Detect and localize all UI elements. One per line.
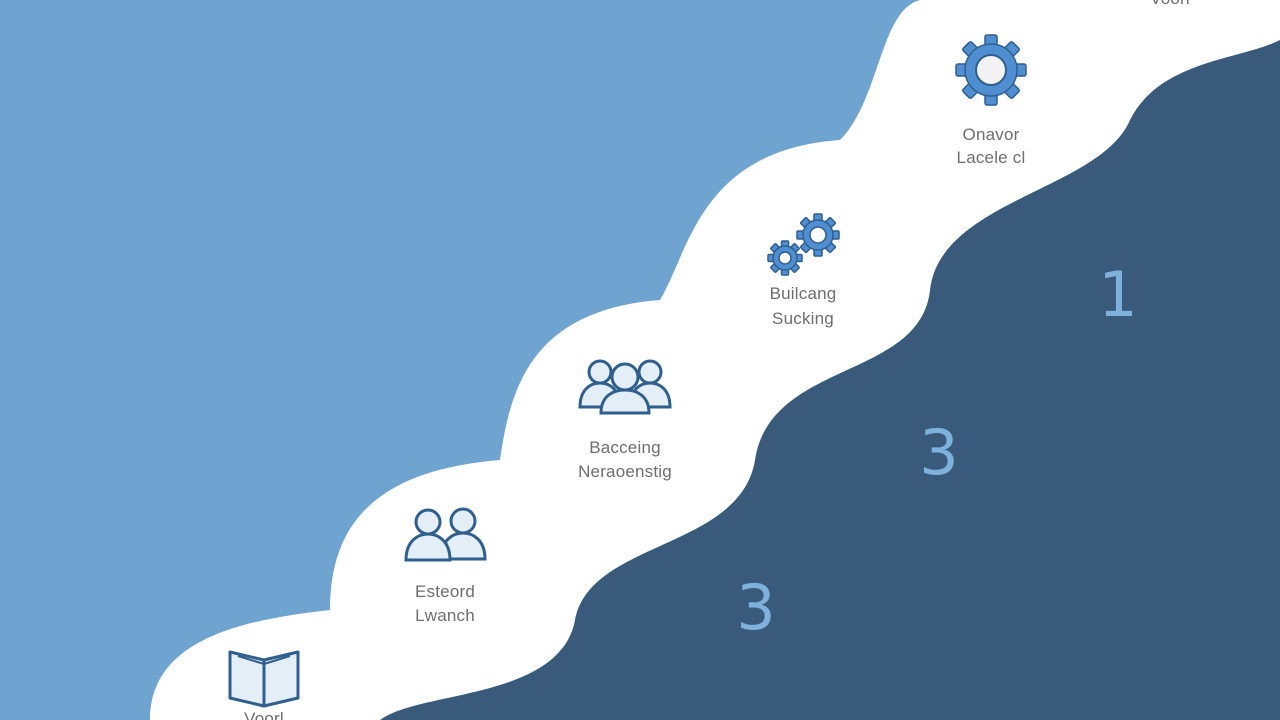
step-number-middle: 3 (919, 416, 958, 489)
step-4-label-line2: Sucking (772, 309, 834, 328)
gear-icon (955, 34, 1027, 106)
step-5: Onavor Lacele cl (955, 34, 1027, 167)
step-3-label-line2: Neraoenstig (578, 462, 672, 481)
step-4-label-line1: Builcang (770, 284, 837, 303)
group-people-icon (578, 359, 672, 415)
step-2: Esteord Lwanch (404, 507, 487, 625)
step-4: Builcang Sucking (767, 213, 840, 328)
step-5-label-line2: Lacele cl (957, 148, 1026, 167)
step-5-label-line1: Onavor (963, 125, 1020, 144)
two-gears-icon (767, 213, 840, 276)
step-number-right: 1 (1098, 258, 1137, 331)
step-number-left: 3 (736, 571, 775, 644)
step-6-label-line1: Voorl (1150, 0, 1190, 8)
open-book-icon (228, 650, 300, 708)
background-dark-staircase (380, 40, 1280, 720)
step-3: Bacceing Neraoenstig (578, 359, 672, 481)
step-3-label-line1: Bacceing (589, 438, 661, 457)
step-2-label-line2: Lwanch (415, 606, 475, 625)
step-6: Voorl (1150, 0, 1190, 8)
two-people-icon (404, 507, 487, 562)
step-2-label-line1: Esteord (415, 582, 475, 601)
step-1-label-line1: Voorl (244, 709, 284, 720)
step-1: Voorl (228, 650, 300, 720)
